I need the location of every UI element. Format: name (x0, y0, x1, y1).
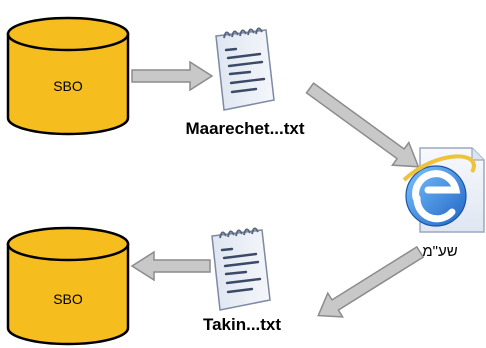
database-cylinder-icon (6, 32, 130, 136)
browser-label: שע"מ (422, 243, 457, 260)
database-top: SBO (6, 16, 130, 136)
arrow-browser-to-file (317, 245, 425, 318)
text-file-icon (211, 227, 271, 311)
internet-explorer-icon (402, 147, 485, 233)
browser-node: שע"מ (402, 147, 485, 260)
arrow-db-to-file (131, 60, 214, 92)
database-cylinder-icon (6, 242, 130, 346)
file-label: Maarechet...txt (185, 119, 304, 138)
arrow-file-to-browser (305, 82, 420, 168)
text-file-icon (215, 27, 275, 111)
text-file-top: Maarechet...txt (185, 27, 305, 138)
file-label: Takin...txt (203, 315, 281, 334)
database-label: SBO (53, 78, 83, 94)
text-file-bottom: Takin...txt (203, 227, 281, 334)
database-top-cap (6, 16, 130, 52)
database-label: SBO (53, 291, 83, 307)
database-bottom: SBO (6, 226, 130, 346)
database-top-cap (6, 226, 130, 262)
arrow-file-to-db (130, 250, 211, 282)
